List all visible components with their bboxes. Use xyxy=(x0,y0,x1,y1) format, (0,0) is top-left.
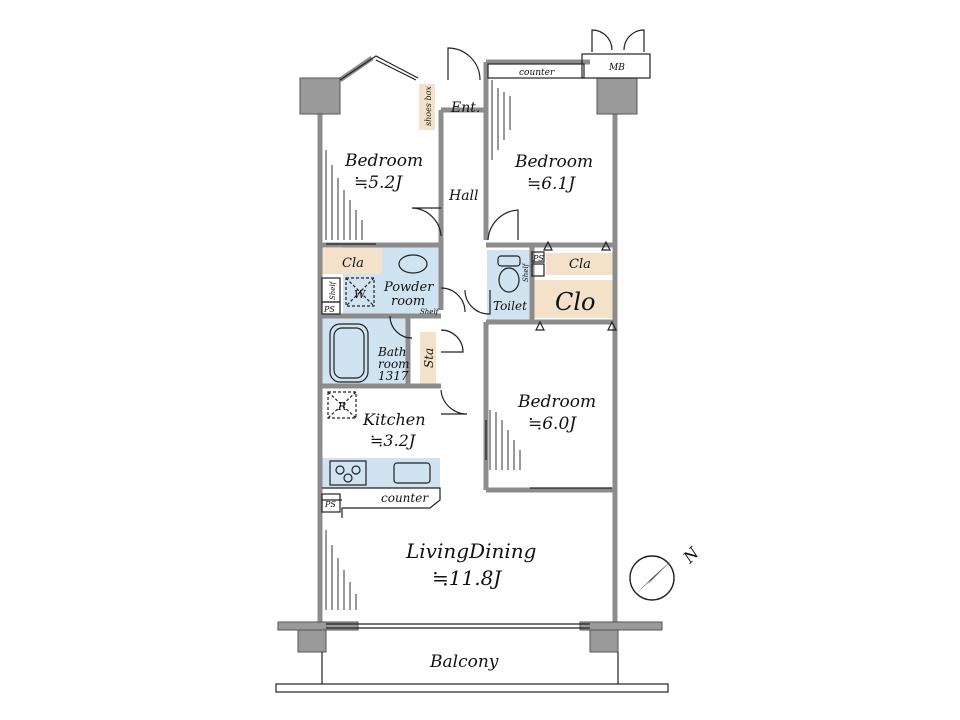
window-hatch xyxy=(325,80,521,610)
sta-area xyxy=(420,332,436,384)
pillars xyxy=(277,77,663,653)
beam-south-right xyxy=(579,621,663,631)
living-size: ≒11.8J xyxy=(432,566,502,590)
entrance-name: Ent. xyxy=(450,100,480,116)
bedroom-e-name: Bedroom xyxy=(517,392,596,412)
shoes-box-label: shoes box xyxy=(424,86,433,126)
ps-label-1: PS xyxy=(323,305,335,314)
shelf-label-3: Shelf xyxy=(522,262,530,282)
bedroom-nw-size: ≒5.2J xyxy=(354,173,403,193)
toilet-area xyxy=(487,250,531,322)
powder-room-line1: Powder xyxy=(383,280,434,295)
bath-room-line2: room xyxy=(378,357,410,371)
bedroom-nw-name: Bedroom xyxy=(344,151,423,171)
cla-left-label: Cla xyxy=(342,256,364,271)
cla-right-small-label: Cla xyxy=(569,257,591,272)
bedroom-ne-size: ≒6.1J xyxy=(527,174,576,194)
clo-right-big-label: Clo xyxy=(555,288,596,316)
shelf-label-1: Shelf xyxy=(329,280,337,300)
counter-kitchen-label: counter xyxy=(381,491,429,505)
living-name: LivingDining xyxy=(405,539,536,563)
washer-label: W xyxy=(354,288,367,301)
cla-right-small-area xyxy=(546,253,614,275)
pillar-nw xyxy=(299,77,341,115)
toilet-name: Toilet xyxy=(493,299,527,313)
bath-room-line1: Bath xyxy=(377,345,407,359)
bath-room-line3: 1317 xyxy=(378,369,409,383)
compass: N xyxy=(629,543,704,601)
room-labels: Bedroom ≒5.2J Bedroom ≒6.1J Bedroom ≒6.0… xyxy=(344,100,596,672)
thin-lines xyxy=(275,29,669,693)
counter-top-label: counter xyxy=(519,68,555,78)
powder-room-line2: room xyxy=(391,294,425,309)
sta-label: Sta xyxy=(422,348,436,368)
fridge-label: R xyxy=(337,400,346,413)
bedroom-ne-name: Bedroom xyxy=(514,152,593,172)
ps-label-2: PS xyxy=(532,254,544,263)
compass-north-label: N xyxy=(679,543,704,568)
kitchen-name: Kitchen xyxy=(362,410,426,429)
cla-left-area xyxy=(322,248,382,274)
shelf-label-2: Shelf xyxy=(420,308,440,316)
hall-name: Hall xyxy=(448,188,479,204)
bedroom-e-size: ≒6.0J xyxy=(528,414,577,434)
mb-label: MB xyxy=(608,63,625,73)
pillar-ne xyxy=(596,77,638,115)
kitchen-size: ≒3.2J xyxy=(370,431,417,450)
fixture-labels: Cla Cla Clo Sta shoes box counter counte… xyxy=(323,63,625,509)
beam-south-left xyxy=(277,621,359,631)
shoes-box-area xyxy=(419,84,435,130)
balcony-name: Balcony xyxy=(429,652,499,672)
walls xyxy=(317,55,618,625)
ps-label-3: PS xyxy=(324,500,336,509)
clo-right-big-area xyxy=(534,280,614,318)
